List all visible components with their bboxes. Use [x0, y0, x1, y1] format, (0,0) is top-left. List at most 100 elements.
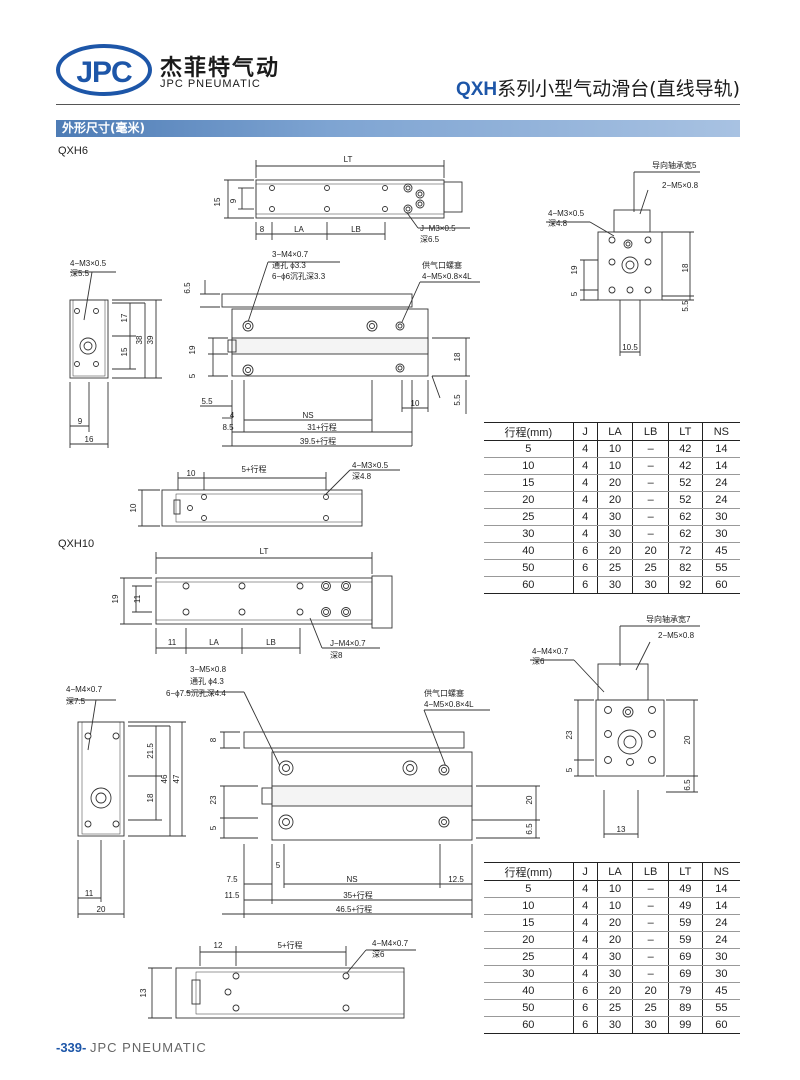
dim-label: 供气口螺塞	[424, 688, 464, 698]
mounting-hole-inner	[405, 185, 411, 191]
table-cell: –	[632, 897, 669, 915]
dim-label: 6.5	[183, 282, 192, 294]
table-cell: 30	[596, 508, 633, 526]
table-cell: 4	[572, 931, 598, 949]
mounting-hole	[238, 608, 246, 616]
table-cell: –	[632, 508, 669, 526]
table-cell: 6	[572, 999, 598, 1017]
dim-label: 3−M5×0.8	[190, 665, 227, 674]
dim-label: 深6.5	[420, 235, 440, 244]
dim-label: 18	[453, 352, 462, 361]
dim-label: 17	[120, 313, 129, 322]
table-cell: 30	[596, 965, 633, 983]
dim-label: 39.5+行程	[300, 436, 336, 446]
dim-label: 10.5	[622, 343, 638, 352]
dim-label: 19	[570, 265, 579, 274]
mounting-hole-inner	[369, 323, 375, 329]
table-cell: 4	[572, 474, 598, 492]
table-cell: –	[632, 880, 669, 898]
dim-label: 8	[260, 225, 265, 234]
table-cell: 10	[596, 897, 633, 915]
table-cell: 45	[701, 982, 740, 1000]
dim-label: 深4.8	[548, 219, 568, 228]
dim-label: 23	[565, 730, 574, 739]
table-cell: 30	[596, 525, 633, 543]
table-cell: 25	[632, 559, 669, 577]
qxh10-side-view	[66, 699, 186, 918]
table-cell: 30	[701, 525, 740, 543]
mounting-hole	[323, 515, 329, 521]
mounting-hole-inner	[397, 365, 403, 371]
table-cell: 50	[484, 559, 574, 577]
mounting-hole-inner	[95, 792, 107, 804]
table-cell: 4	[572, 965, 598, 983]
table-cell: 20	[596, 474, 633, 492]
mounting-hole	[323, 494, 329, 500]
table-cell: 5	[484, 440, 574, 458]
table-cell: 55	[701, 559, 740, 577]
dim-label: 4−M4×0.7	[372, 939, 409, 948]
dim-label: NS	[346, 875, 357, 884]
column-header: LT	[667, 862, 703, 881]
dim-label: 9	[78, 417, 83, 426]
table-cell: 20	[632, 982, 669, 1000]
table-cell: 20	[596, 491, 633, 509]
table-cell: 24	[701, 914, 740, 932]
dim-label: 5+行程	[277, 940, 302, 950]
dim-label: 11	[168, 638, 177, 647]
table-cell: 30	[701, 948, 740, 966]
dim-label: 47	[172, 774, 181, 783]
dim-label: 11	[133, 594, 142, 603]
dim-label: 10	[187, 469, 196, 478]
dim-label: 5	[276, 861, 281, 870]
dim-label: 18	[681, 263, 690, 272]
table-cell: 62	[667, 508, 703, 526]
dim-label: 16	[85, 435, 94, 444]
dim-label: 深6	[532, 657, 545, 666]
mounting-hole	[296, 608, 304, 616]
dim-label: 23	[209, 795, 218, 804]
dim-label: 导向轴承宽7	[646, 614, 691, 624]
table-cell: 10	[484, 457, 574, 475]
dim-label: LT	[344, 155, 353, 164]
table-cell: –	[632, 440, 669, 458]
table-cell: 30	[484, 525, 574, 543]
mounting-hole	[604, 756, 612, 764]
dim-label: 供气口螺塞	[422, 260, 462, 270]
mounting-hole	[626, 758, 634, 766]
table-cell: 30	[596, 948, 633, 966]
table-cell: 69	[667, 965, 703, 983]
mounting-hole-inner	[625, 709, 631, 715]
table-cell: 25	[484, 948, 574, 966]
mounting-hole	[182, 582, 190, 590]
qxh10-end-view	[530, 625, 700, 838]
table-cell: 4	[572, 525, 598, 543]
qxh10-bottom-view	[148, 946, 416, 1019]
mounting-hole-inner	[323, 609, 329, 615]
table-cell: 25	[632, 999, 669, 1017]
table-cell: 49	[667, 897, 703, 915]
dim-label: 38	[135, 335, 144, 344]
mounting-hole-inner	[417, 191, 423, 197]
mounting-hole-inner	[323, 583, 329, 589]
dim-label: 20	[97, 905, 106, 914]
mounting-hole	[608, 258, 616, 266]
table-cell: 25	[484, 508, 574, 526]
table-cell: 40	[484, 982, 574, 1000]
dim-label: LA	[294, 225, 304, 234]
table-cell: 6	[572, 559, 598, 577]
table-cell: 10	[596, 457, 633, 475]
table-cell: 14	[701, 897, 740, 915]
table-cell: 42	[667, 440, 703, 458]
mounting-hole	[269, 185, 275, 191]
dim-label: 2−M5×0.8	[662, 181, 699, 190]
table-cell: 15	[484, 474, 574, 492]
table-cell: 60	[484, 1016, 574, 1034]
mounting-hole	[324, 206, 330, 212]
